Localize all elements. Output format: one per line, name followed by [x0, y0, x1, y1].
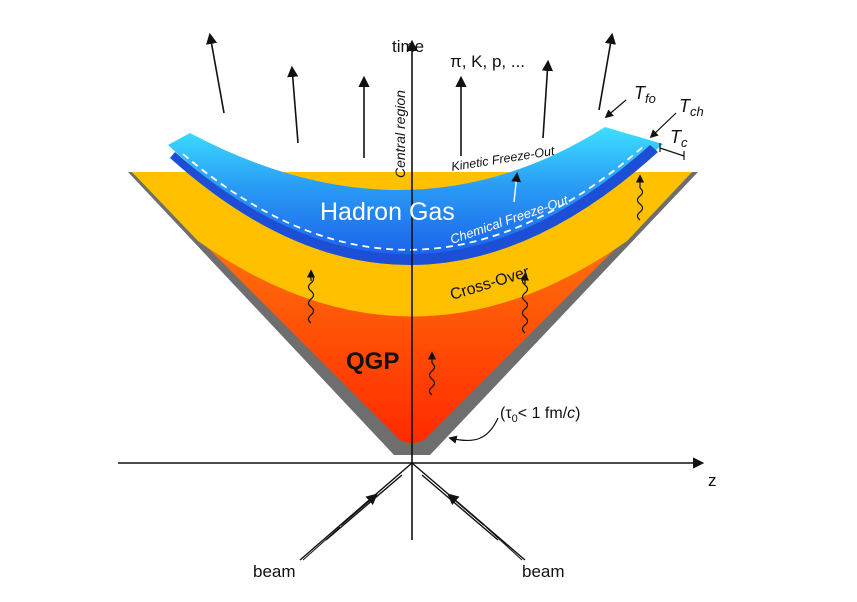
z-axis-label: z: [708, 471, 717, 490]
tau0-pointer: [448, 417, 499, 444]
tfo-label: Tfo: [634, 83, 656, 106]
beam-label-left: beam: [253, 562, 296, 581]
chemical-freeze-out-curve: [182, 144, 646, 251]
tfo-pointer: [604, 99, 627, 119]
particle-arrows: [206, 32, 616, 158]
freeze-out-arrow: [511, 172, 522, 203]
tch-pointer: [649, 112, 677, 139]
beam-leader-right: [485, 526, 523, 561]
tc-bracket: [659, 143, 685, 160]
particles-label: π, K, p, ...: [450, 52, 525, 71]
tc-label: Tc: [670, 127, 688, 150]
tch-label: Tch: [679, 96, 704, 119]
tau0-label: (τ0< 1 fm/c): [500, 405, 580, 425]
beam-leader-left: [302, 526, 341, 561]
qgp-label: QGP: [346, 348, 399, 375]
central-region-label: Central region: [392, 90, 408, 178]
hadron-gas-lower: [170, 145, 658, 266]
hadron-gas-label: Hadron Gas: [320, 198, 455, 226]
time-axis-label: time: [392, 37, 424, 56]
beam-arrow-left: [340, 493, 378, 526]
beam-arrow-right: [447, 493, 485, 526]
beam-label-right: beam: [522, 562, 565, 581]
photon-arrows: [306, 174, 645, 396]
